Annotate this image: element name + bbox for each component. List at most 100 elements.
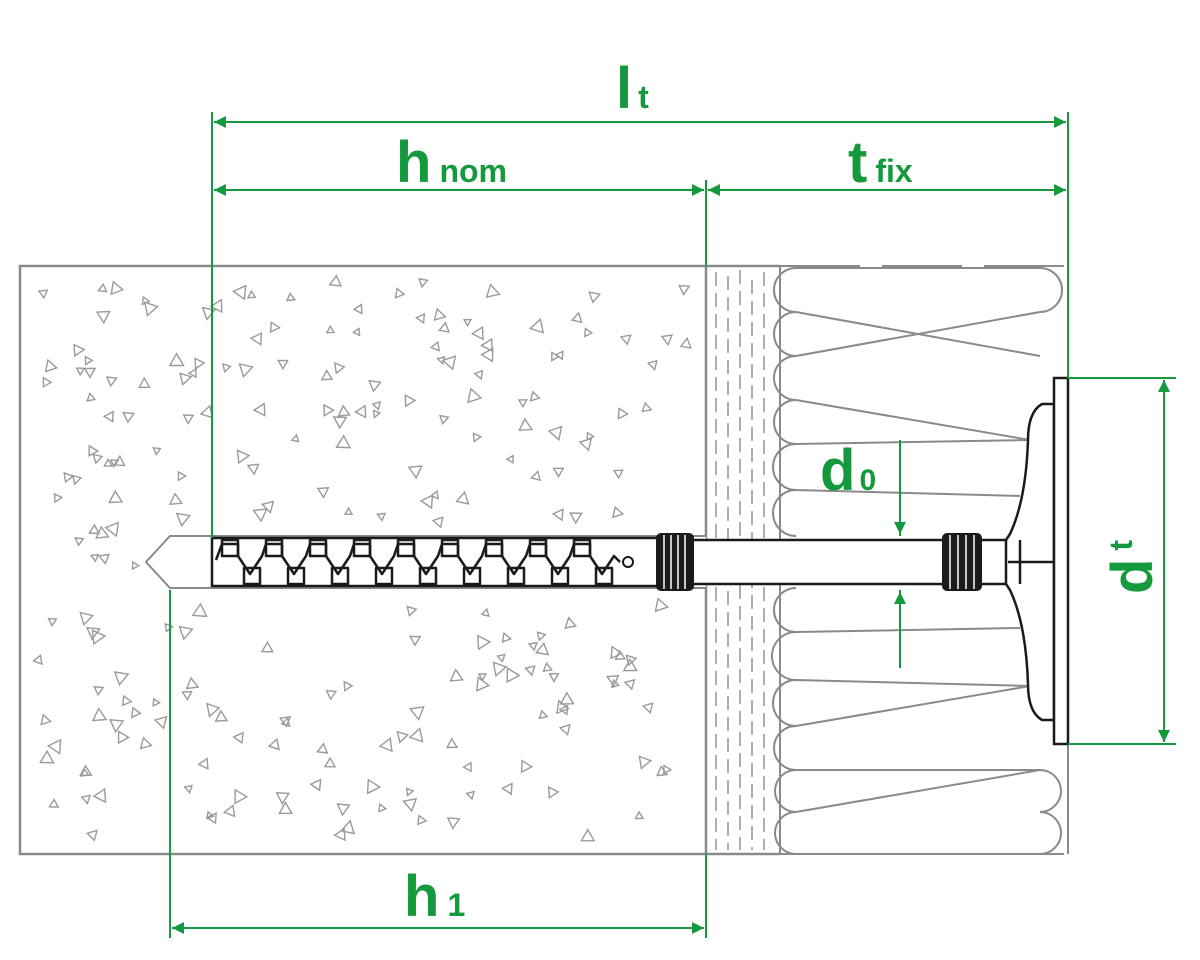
aggregate-grain xyxy=(92,787,107,804)
sleeve-teeth xyxy=(214,538,621,586)
aggregate-grain xyxy=(622,658,638,672)
aggregate-grain xyxy=(323,403,335,417)
sleeve-tooth xyxy=(352,538,372,558)
insulation-layer xyxy=(771,265,1069,855)
aggregate-grain xyxy=(85,626,101,641)
aggregate-grain xyxy=(343,680,354,692)
aggregate-grain xyxy=(194,357,206,370)
aggregate-grain xyxy=(408,706,425,721)
aggregate-grain xyxy=(325,689,338,701)
aggregate-grain xyxy=(660,334,674,346)
aggregate-grain xyxy=(402,798,418,813)
aggregate-grain xyxy=(655,765,669,777)
aggregate-grain xyxy=(612,469,624,480)
aggregate-grain xyxy=(520,759,534,774)
aggregate-grain xyxy=(88,523,101,535)
aggregate-grain xyxy=(534,641,550,656)
aggregate-grain xyxy=(409,635,422,647)
aggregate-grain xyxy=(89,553,100,563)
aggregate-grain xyxy=(588,291,602,304)
aggregate-grain xyxy=(467,387,483,404)
aggregate-grain xyxy=(611,505,625,519)
aggregate-grain xyxy=(552,467,565,478)
aggregate-grain xyxy=(206,702,221,718)
aggregate-grain xyxy=(153,715,168,730)
aggregate-grain xyxy=(91,707,108,722)
aggregate-grain xyxy=(586,431,595,441)
aggregate-grain xyxy=(619,334,632,346)
aggregate-grain xyxy=(168,492,183,505)
sleeve-tooth xyxy=(528,538,548,558)
label-dt: dt xyxy=(1100,540,1165,594)
aggregate-grain xyxy=(97,553,110,565)
aggregate-grain xyxy=(378,802,388,813)
aggregate-grain xyxy=(214,709,229,722)
aggregate-grain xyxy=(86,392,97,402)
sleeve-tooth xyxy=(264,538,284,558)
aggregate-grain xyxy=(179,372,193,386)
aggregate-grain xyxy=(335,434,352,449)
aggregate-grain xyxy=(92,453,104,465)
aggregate-grain xyxy=(206,810,215,820)
aggregate-grain xyxy=(429,340,441,352)
aggregate-grain xyxy=(492,661,508,678)
aggregate-grain xyxy=(351,327,361,337)
aggregate-grain xyxy=(269,320,281,334)
aggregate-grain xyxy=(47,617,58,627)
aggregate-grain xyxy=(569,512,583,525)
aggregate-grain xyxy=(339,819,356,835)
aggregate-grain xyxy=(181,690,193,701)
concrete-aggregate xyxy=(32,274,692,842)
aggregate-grain xyxy=(470,325,484,341)
aggregate-grain xyxy=(249,331,263,346)
aggregate-grain xyxy=(316,487,330,499)
aggregate-grain xyxy=(112,454,126,467)
aggregate-grain xyxy=(564,616,578,629)
aggregate-grain xyxy=(278,801,294,815)
aggregate-grain xyxy=(80,767,90,777)
aggregate-grain xyxy=(185,676,200,690)
sleeve-tooth xyxy=(396,538,416,558)
aggregate-grain xyxy=(323,756,337,768)
aggregate-grain xyxy=(449,668,464,682)
aggregate-grain xyxy=(333,827,346,842)
aggregate-grain xyxy=(71,474,83,486)
aggregate-grain xyxy=(232,731,244,745)
aggregate-grain xyxy=(473,369,484,381)
aggregate-grain xyxy=(438,414,450,426)
aggregate-grain xyxy=(93,685,105,697)
aggregate-grain xyxy=(418,277,429,289)
aggregate-grain xyxy=(73,343,86,358)
aggregate-grain xyxy=(79,611,95,627)
aggregate-grain xyxy=(408,727,424,743)
aggregate-grain xyxy=(246,463,260,476)
aggregate-grain xyxy=(415,312,426,325)
sleeve-tooth xyxy=(418,566,438,586)
aggregate-grain xyxy=(480,347,494,363)
aggregate-grain xyxy=(634,810,645,820)
aggregate-grain xyxy=(538,709,549,720)
aggregate-grain xyxy=(53,492,64,504)
aggregate-grain xyxy=(275,792,291,806)
aggregate-grain xyxy=(290,433,300,443)
aggregate-grain xyxy=(102,410,114,423)
aggregate-grain xyxy=(368,379,382,393)
aggregate-grain xyxy=(168,352,185,367)
aggregate-grain xyxy=(309,778,322,792)
aggregate-grain xyxy=(419,494,434,510)
insulation-anchor xyxy=(210,376,1070,746)
aggregate-grain xyxy=(83,367,97,379)
aggregate-grain xyxy=(74,537,85,547)
aggregate-grain xyxy=(80,794,92,805)
aggregate-grain xyxy=(429,489,440,500)
aggregate-grain xyxy=(524,665,536,677)
aggregate-grain xyxy=(252,402,266,417)
aggregate-grain xyxy=(404,394,417,408)
aggregate-grain xyxy=(366,778,382,795)
aggregate-grain xyxy=(325,324,336,334)
aggregate-grain xyxy=(187,368,197,379)
aggregate-grain xyxy=(84,355,94,366)
